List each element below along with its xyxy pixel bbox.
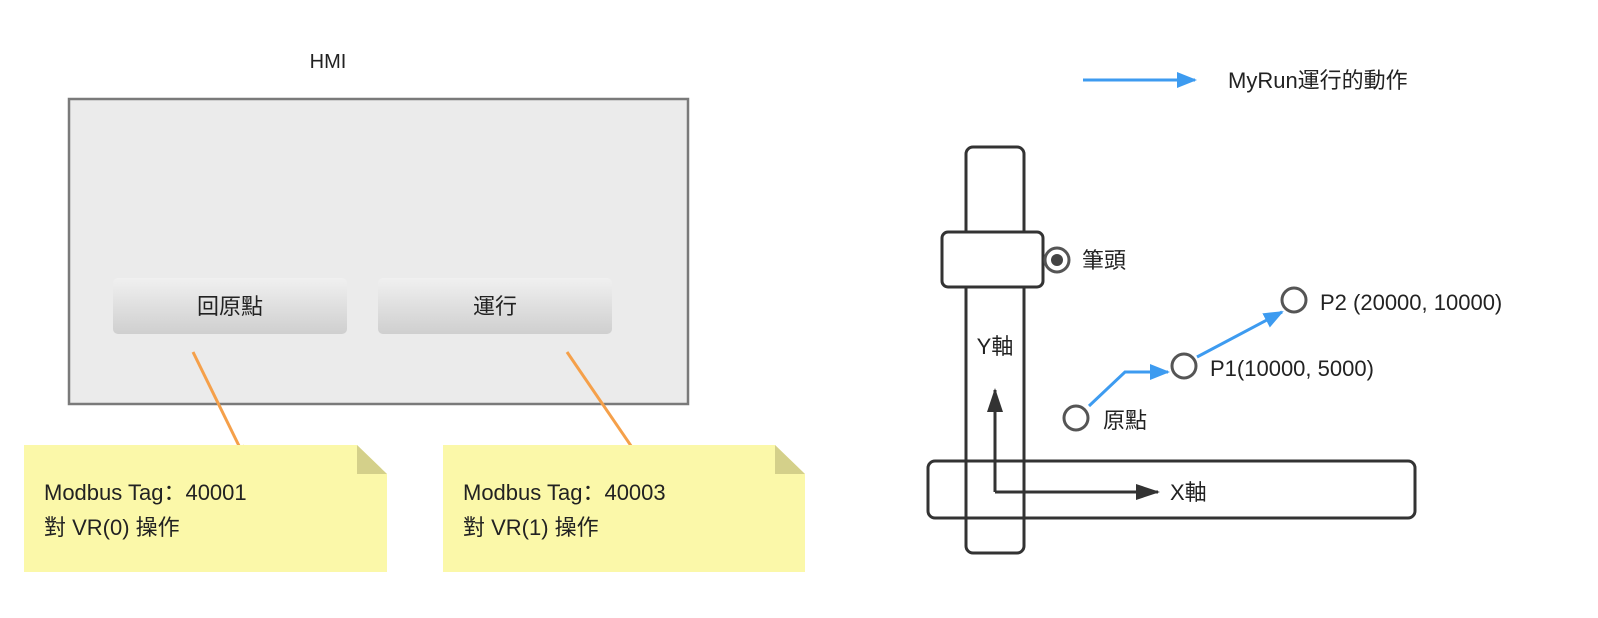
path-origin-to-p1 [1087, 364, 1170, 408]
origin-point [1062, 404, 1090, 432]
note-40003: Modbus Tag：40003 對 VR(1) 操作 [443, 445, 805, 572]
pen-dot [1051, 254, 1063, 266]
home-button-label: 回原點 [197, 294, 263, 319]
x-rail [926, 459, 1417, 520]
hmi-title: HMI [310, 51, 347, 73]
note-line: Modbus Tag：40003 [463, 480, 666, 505]
orange-arrow [565, 351, 642, 461]
note-40001: Modbus Tag：40001 對 VR(0) 操作 [24, 445, 387, 572]
y-axis-label: Y軸 [977, 334, 1014, 359]
run-button-label: 運行 [473, 294, 517, 319]
note-line: Modbus Tag：40001 [44, 480, 247, 505]
run-button[interactable]: 運行 [378, 278, 612, 334]
p1-label: P1(10000, 5000) [1210, 356, 1374, 381]
x-axis-label: X軸 [1170, 480, 1207, 505]
carriage [940, 230, 1045, 289]
orange-arrow [191, 351, 245, 456]
pen-label: 筆頭 [1082, 248, 1126, 273]
path-p1-to-p2 [1196, 310, 1284, 359]
legend-label: MyRun運行的動作 [1228, 68, 1408, 93]
note-line: 對 VR(0) 操作 [44, 515, 180, 540]
p1-point [1170, 352, 1198, 380]
home-button[interactable]: 回原點 [113, 278, 347, 334]
p2-point [1280, 286, 1308, 314]
note-line: 對 VR(1) 操作 [463, 515, 599, 540]
p2-label: P2 (20000, 10000) [1320, 290, 1502, 315]
hmi-panel [67, 97, 690, 406]
origin-label: 原點 [1103, 408, 1147, 433]
